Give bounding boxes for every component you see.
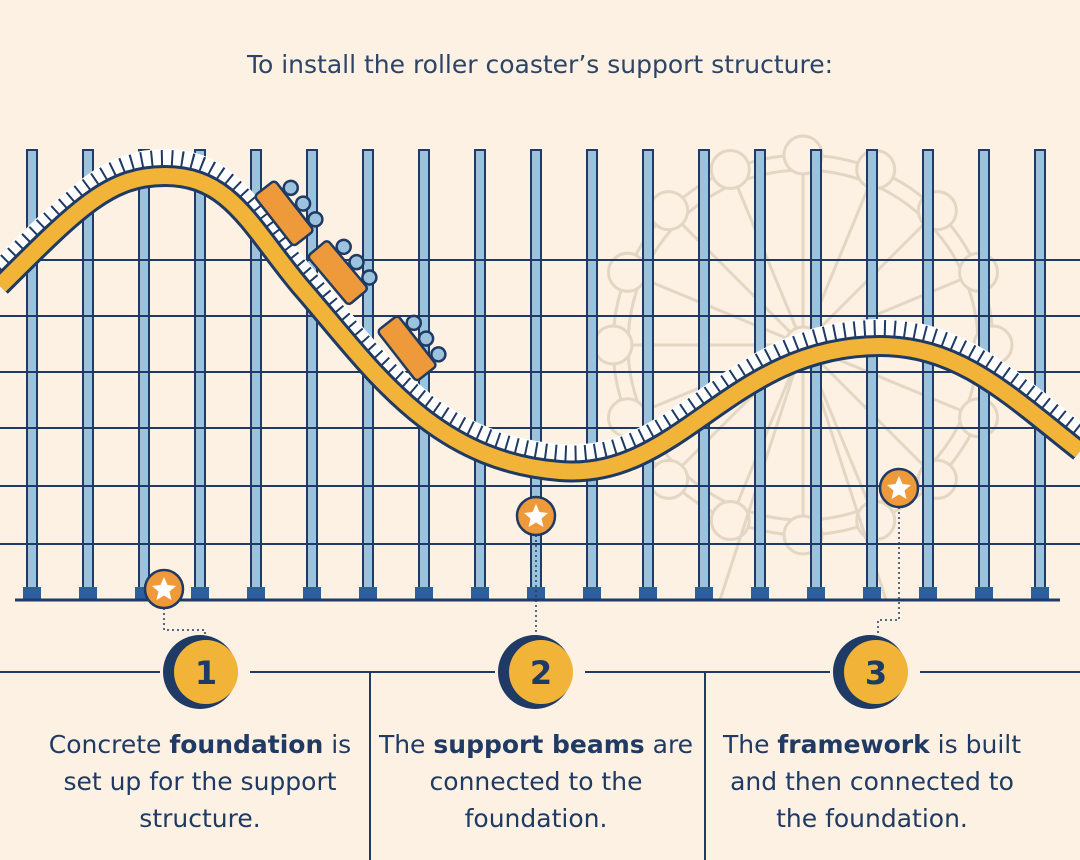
step-badge-3: 3 <box>833 635 908 709</box>
step-3-description: The framework is built and then connecte… <box>722 730 1022 833</box>
foundation-block <box>527 587 545 600</box>
foundation-block <box>919 587 937 600</box>
foundation-block <box>23 587 41 600</box>
foundation-block <box>359 587 377 600</box>
step-number-2: 2 <box>530 654 552 692</box>
foundation-block <box>751 587 769 600</box>
foundation-block <box>695 587 713 600</box>
foundation-block <box>303 587 321 600</box>
connector-lines <box>163 507 900 642</box>
step-number-3: 3 <box>865 654 887 692</box>
step-badge-1: 1 <box>163 635 238 709</box>
star-marker-icon <box>878 467 920 509</box>
framework-lines <box>0 259 1080 545</box>
intro-heading: To install the roller coaster’s support … <box>246 50 834 79</box>
foundation-block <box>975 587 993 600</box>
foundation-block <box>415 587 433 600</box>
foundation-block <box>471 587 489 600</box>
roller-coaster-track <box>0 148 1080 483</box>
foundation-block <box>191 587 209 600</box>
step-2-description: The support beams are connected to the f… <box>378 730 694 833</box>
foundation-block <box>639 587 657 600</box>
step-1-description: Concrete foundation is set up for the su… <box>48 730 352 833</box>
step-number-1: 1 <box>195 654 217 692</box>
foundation-block <box>807 587 825 600</box>
separator-lines <box>0 671 1080 860</box>
foundation-block <box>1031 587 1049 600</box>
step-badge-2: 2 <box>498 635 573 709</box>
roller-coaster-cart-icon <box>254 179 447 382</box>
foundation-block <box>79 587 97 600</box>
star-marker-icon <box>515 495 557 537</box>
star-marker-icon <box>143 568 185 610</box>
foundation-block <box>863 587 881 600</box>
foundation-block <box>583 587 601 600</box>
foundation-block <box>247 587 265 600</box>
